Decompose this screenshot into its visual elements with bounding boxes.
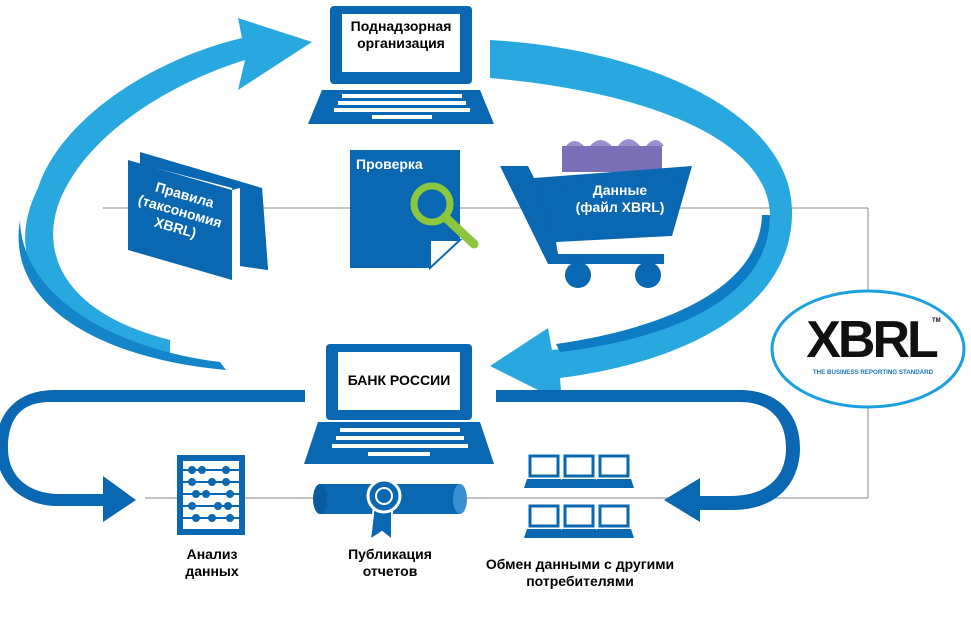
label-check: Проверка xyxy=(356,156,423,172)
cycle-arrow-right-arc xyxy=(490,40,793,402)
files-icon xyxy=(562,139,664,172)
check-document-icon[interactable] xyxy=(350,150,479,271)
small-laptop-icon xyxy=(524,504,564,538)
arrow-to-exchange xyxy=(496,390,800,522)
magnifier-icon xyxy=(410,182,479,249)
xbrl-logo xyxy=(770,289,966,409)
label-exchange: Обмен данными с другими потребителями xyxy=(485,556,675,589)
book-rules-icon[interactable] xyxy=(128,152,268,280)
small-laptop-icon xyxy=(594,454,634,488)
cart-data-icon[interactable] xyxy=(500,139,692,288)
xbrl-logo-text: XBRL xyxy=(806,311,939,369)
label-data: Данные (файл XBRL) xyxy=(575,182,665,215)
cycle-arrow-left-arc xyxy=(25,18,312,356)
label-analysis: Анализ данных xyxy=(185,546,239,579)
label-bank: БАНК РОССИИ xyxy=(347,372,451,388)
small-laptop-icon xyxy=(559,504,599,538)
abacus-icon[interactable] xyxy=(177,455,245,535)
cycle-arrow-left-inner xyxy=(18,220,226,370)
laptop-bank-icon[interactable] xyxy=(304,344,494,464)
small-laptop-icon xyxy=(524,454,564,488)
small-laptop-icon xyxy=(594,504,634,538)
small-laptop-icon xyxy=(559,454,599,488)
scroll-publication-icon[interactable] xyxy=(313,478,467,543)
arrow-to-analysis xyxy=(0,390,305,522)
cycle-arrow-right-inner xyxy=(556,215,770,352)
laptop-supervised-org-icon[interactable] xyxy=(308,6,494,124)
xbrl-logo-tagline: THE BUSINESS REPORTING STANDARD xyxy=(812,369,934,376)
label-publication: Публикация отчетов xyxy=(348,546,432,579)
laptops-grid-icon[interactable] xyxy=(524,454,634,538)
xbrl-logo-tm: TM xyxy=(932,318,941,324)
label-supervised-org: Поднадзорная организация xyxy=(350,18,452,51)
